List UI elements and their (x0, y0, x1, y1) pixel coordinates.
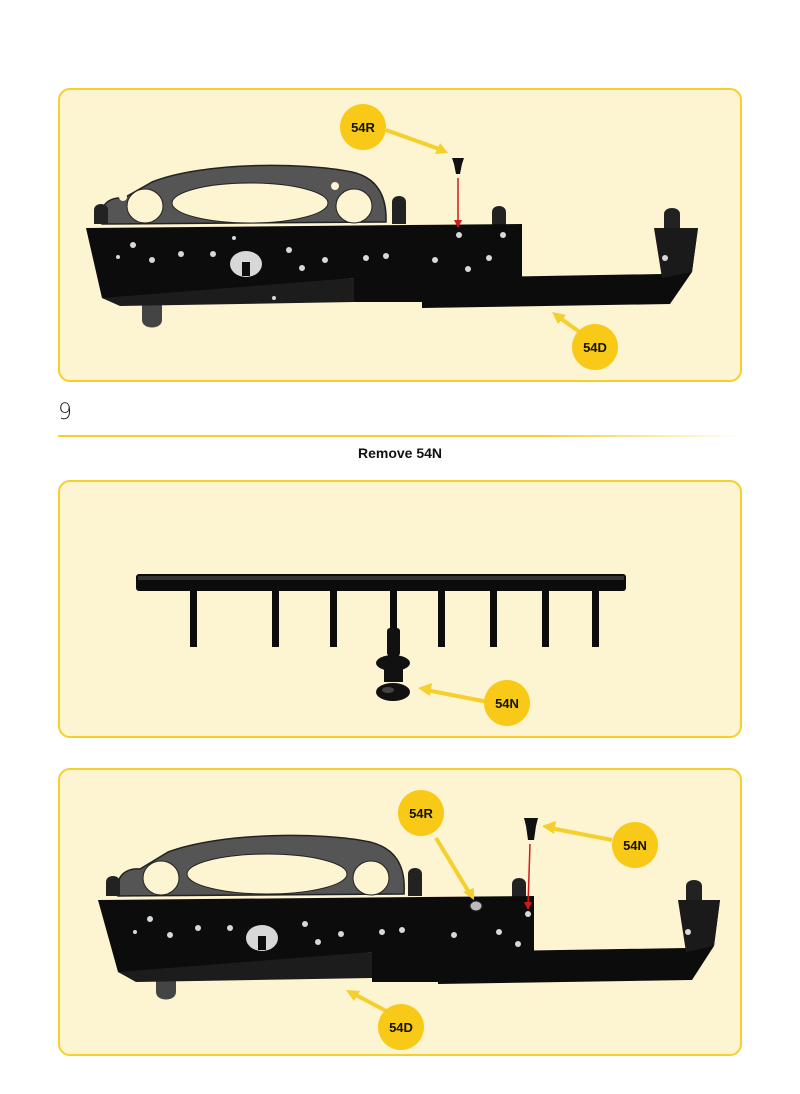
illustration-panel-2: 54N (58, 480, 742, 738)
step-divider (58, 435, 742, 437)
callout-54D: 54D (572, 324, 618, 370)
frame-part-drawing-assembled (98, 818, 720, 1016)
step-number: 9 (58, 400, 72, 425)
callout-54R: 54R (340, 104, 386, 150)
callout-54N: 54N (484, 680, 530, 726)
illustration-panel-3: 54R 54N 54D (58, 768, 742, 1056)
illustration-panel-1: 54R 54D (58, 88, 742, 382)
callout-54D: 54D (378, 1004, 424, 1050)
callout-54N: 54N (612, 822, 658, 868)
callout-54R: 54R (398, 790, 444, 836)
bolt-54N-icon (376, 628, 410, 701)
step-instruction: Remove 54N (357, 445, 443, 461)
frame-part-drawing (86, 128, 698, 340)
sprue-rack-drawing (136, 574, 626, 704)
